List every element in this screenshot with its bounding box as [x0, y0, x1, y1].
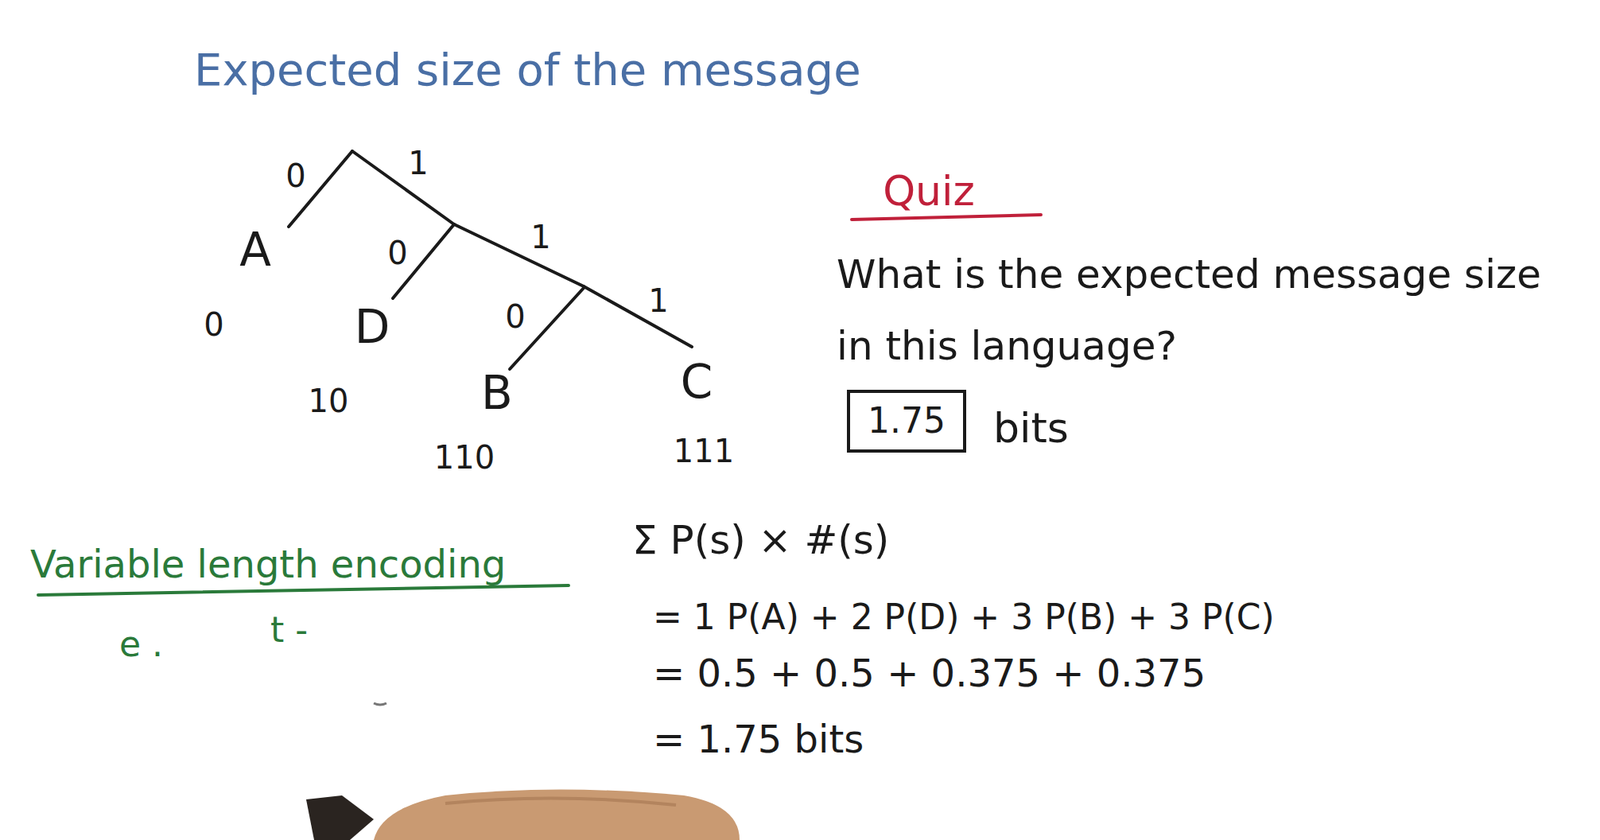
code-word: 111	[673, 432, 734, 470]
edge-bit: 1	[530, 218, 551, 256]
stray-mark	[373, 702, 387, 705]
formula-line: = 1.75 bits	[652, 717, 864, 762]
formula-line: = 0.5 + 0.5 + 0.375 + 0.375	[652, 651, 1206, 696]
formula-line: Σ P(s) × #(s)	[632, 517, 890, 564]
quiz-heading: Quiz	[882, 167, 975, 216]
edge-bit: 1	[648, 282, 668, 319]
edge-bit: 0	[285, 157, 306, 195]
formula-line: = 1 P(A) + 2 P(D) + 3 P(B) + 3 P(C)	[652, 597, 1275, 638]
edge-bit: 0	[504, 298, 525, 335]
quiz-question: What is the expected message size in thi…	[836, 238, 1585, 382]
section-heading: Variable length encoding	[30, 542, 506, 587]
symbol-letter: B	[481, 366, 513, 420]
morse-example: t -	[270, 609, 308, 651]
symbol-letter: D	[354, 300, 391, 354]
hand-skin	[373, 789, 740, 840]
edge-bit: 0	[387, 234, 408, 272]
green-underline	[38, 585, 569, 595]
morse-example: e .	[119, 624, 164, 665]
answer-value: 1.75	[867, 400, 946, 442]
edge-bit: 1	[407, 144, 428, 182]
unit-label: bits	[993, 404, 1069, 453]
code-word: 10	[308, 382, 350, 420]
hand-shade	[445, 797, 676, 805]
symbol-letter: A	[239, 223, 272, 277]
code-word: 110	[434, 438, 495, 476]
title: Expected size of the message	[194, 44, 862, 96]
code-tree	[288, 151, 692, 369]
marker-pen	[306, 795, 374, 840]
symbol-letter: C	[680, 355, 714, 409]
code-word: 0	[203, 306, 224, 343]
quiz-underline	[851, 214, 1041, 220]
answer-box: 1.75	[846, 389, 967, 453]
hand	[306, 789, 740, 840]
tree-branch	[583, 286, 692, 347]
tree-branch	[454, 224, 584, 287]
tree-branch	[352, 151, 455, 225]
